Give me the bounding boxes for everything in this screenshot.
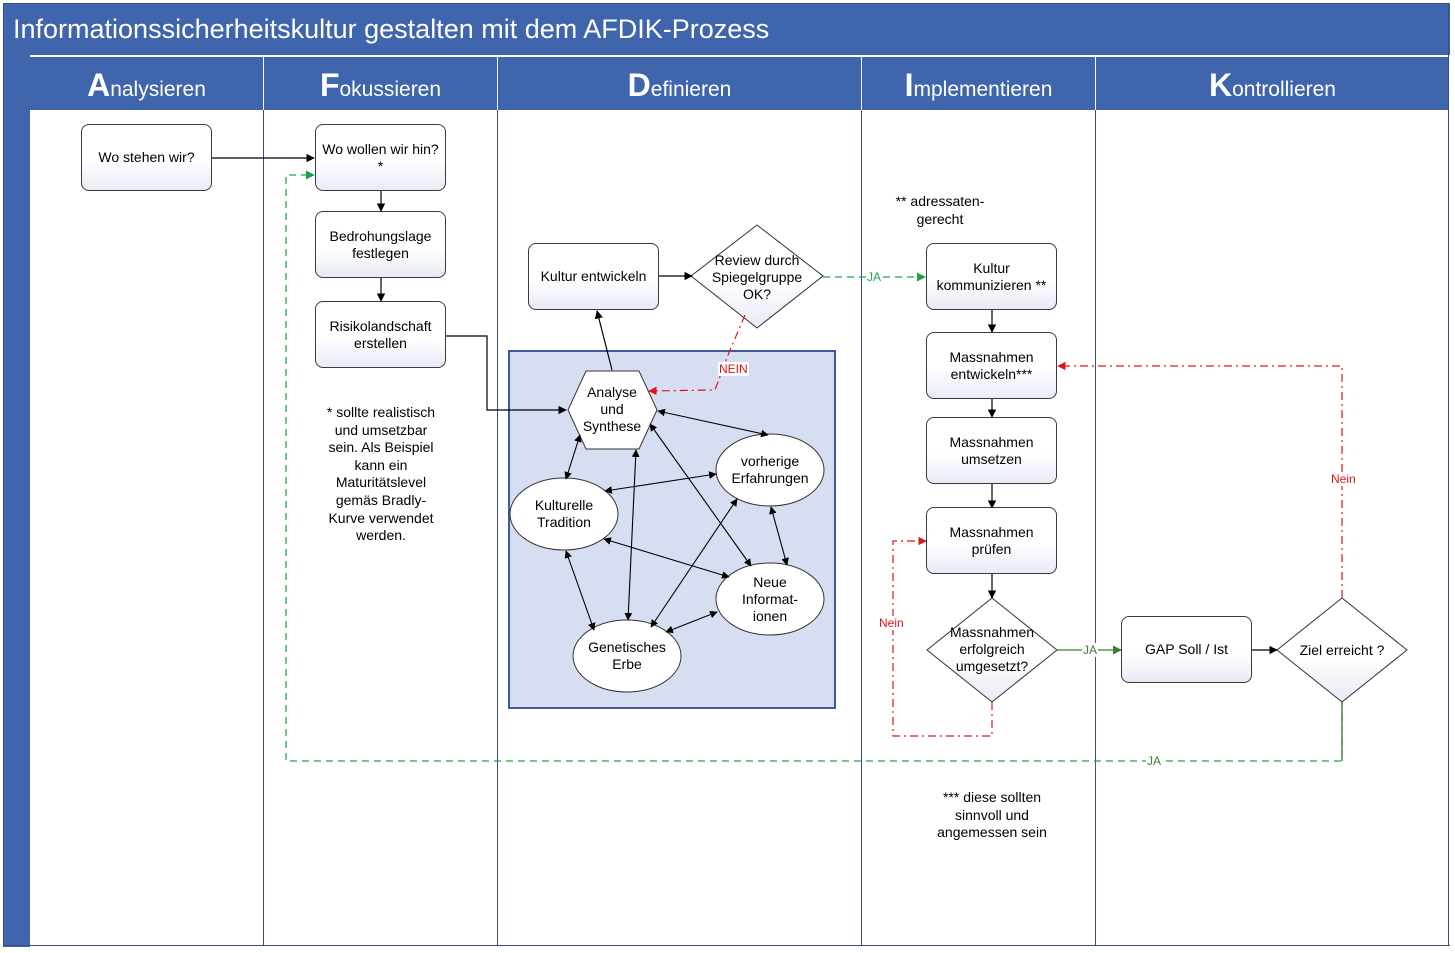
label-neue: Neue Informat-ionen	[741, 573, 798, 624]
review-diamond	[690, 224, 824, 329]
node-kultur-entwickeln: Kultur entwickeln	[528, 243, 659, 310]
arrow-review-nein	[648, 314, 746, 396]
lane-rest: ontrollieren	[1232, 78, 1336, 101]
node-gap: GAP Soll / Ist	[1121, 616, 1252, 683]
edge-label-nein: NEIN	[718, 362, 749, 376]
arrow-vorherige-neue	[769, 506, 789, 566]
edge-label-nein: Nein	[878, 616, 905, 630]
node-massnahmen-entwickeln: Massnahmen entwickeln***	[926, 332, 1057, 399]
edge-label-ja: JA	[866, 270, 883, 284]
label-kulturelle: Kulturelle Tradition	[534, 497, 594, 530]
lane-header-definieren: Definieren	[498, 57, 861, 110]
lane-separator	[861, 110, 862, 946]
label-analyse: Analyse und Synthese	[582, 383, 642, 434]
arrow-ziel-nein	[1057, 361, 1343, 598]
arrow-kulturelle-genetisches	[564, 550, 596, 631]
node-wo-wollen: Wo wollen wir hin?*	[315, 124, 446, 191]
lane-initial: D	[627, 67, 651, 103]
lane-rest: okussieren	[339, 78, 442, 101]
left-strip	[3, 55, 30, 947]
lane-separator	[263, 110, 264, 946]
note-fokussieren: * sollte realistisch und umsetzbar sein.…	[326, 404, 436, 544]
lane-header-implementieren: Implementieren	[862, 57, 1095, 110]
label-review: Review durch Spiegelgruppe OK?	[711, 251, 803, 302]
arrow-vorherige-kulturelle	[604, 471, 717, 494]
lane-separator	[497, 110, 498, 946]
label-vorherige: vorherige Erfahrungen	[731, 453, 809, 486]
node-bedrohungslage: Bedrohungslage festlegen	[315, 211, 446, 278]
lane-initial: K	[1208, 67, 1233, 103]
label-erfolgreich: Massnahmen erfolgreich umgesetzt?	[949, 623, 1035, 674]
edge-label-ja: JA	[1082, 643, 1099, 657]
lane-header-kontrollieren: Kontrollieren	[1096, 57, 1449, 110]
arrow-analyse-kulturelle	[564, 434, 582, 480]
arrow-neue-genetisches	[665, 610, 718, 634]
node-wo-stehen: Wo stehen wir?	[81, 124, 212, 191]
note-sinnvoll: *** diese sollten sinnvoll und angemesse…	[937, 789, 1047, 841]
lane-rest: efinieren	[650, 78, 732, 101]
lane-initial: A	[87, 67, 111, 103]
arrow-risiko-analyse	[446, 335, 567, 415]
lane-separator	[1095, 110, 1096, 946]
kulturelle-ellipse	[509, 477, 619, 551]
lane-rest: nalysieren	[110, 78, 206, 101]
edge-label-nein: Nein	[1330, 472, 1357, 486]
lane-initial: I	[904, 67, 914, 103]
edge-label-ja: JA	[1146, 754, 1163, 768]
arrow-analyse-genetisches	[624, 449, 640, 621]
label-genetisches: Genetisches Erbe	[588, 639, 666, 672]
node-risikolandschaft: Risikolandschaft erstellen	[315, 301, 446, 368]
page-title: Informationssicherheitskultur gestalten …	[3, 3, 1450, 55]
node-kultur-kommunizieren: Kultur kommunizieren **	[926, 243, 1057, 310]
arrow-analyse-vorherige	[657, 408, 769, 438]
arrow-kulturelle-neue	[603, 537, 730, 579]
node-massnahmen-pruefen: Massnahmen prüfen	[926, 507, 1057, 574]
analyse-hexagon	[567, 370, 658, 450]
lane-header-fokussieren: Fokussieren	[264, 57, 497, 110]
arrow-erfolg-nein	[892, 536, 993, 737]
lane-header-analysieren: Analysieren	[30, 57, 263, 110]
lane-rest: mplementieren	[913, 78, 1053, 101]
arrow-analyse-kultur	[594, 310, 613, 371]
lane-initial: F	[319, 67, 340, 103]
node-massnahmen-umsetzen: Massnahmen umsetzen	[926, 417, 1057, 484]
label-ziel: Ziel erreicht ?	[1299, 641, 1385, 658]
note-adressaten: ** adressaten-gerecht	[895, 193, 985, 227]
